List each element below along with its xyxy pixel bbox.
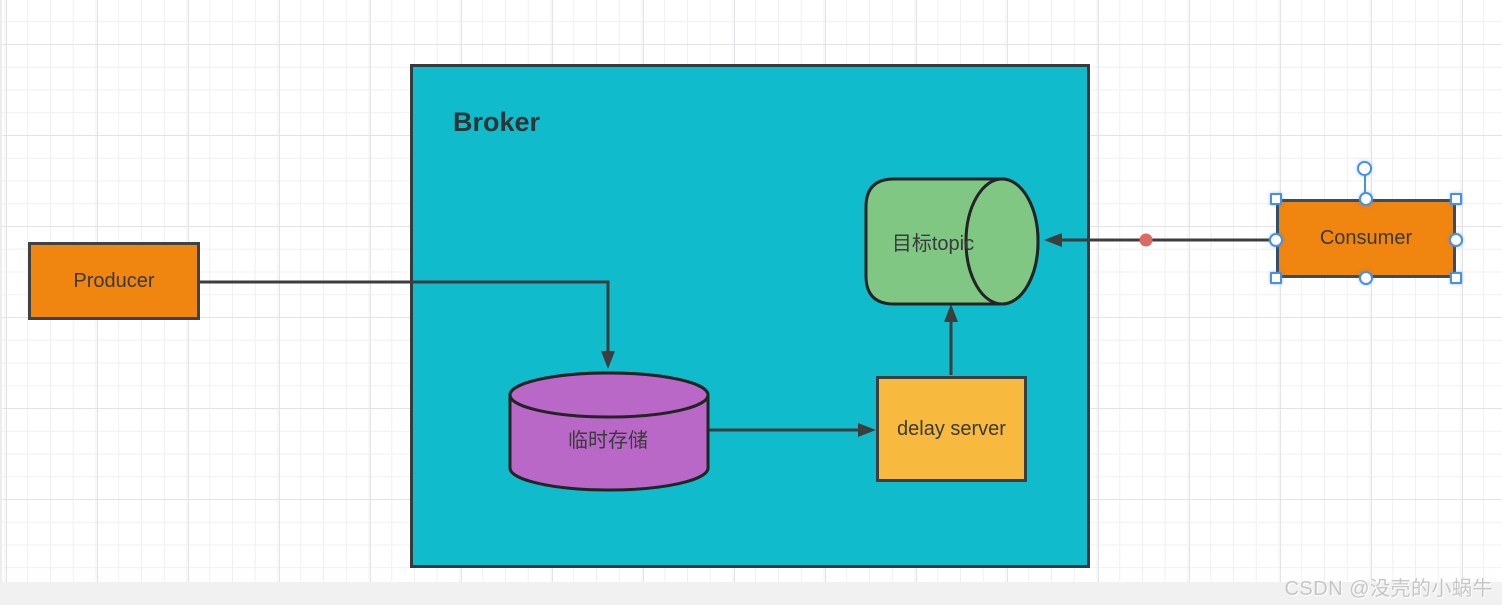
rotation-handle-stem (1364, 175, 1366, 195)
connection-handle-top[interactable] (1359, 192, 1373, 206)
connection-handle-bottom[interactable] (1359, 271, 1373, 285)
node-target-topic[interactable] (862, 175, 1044, 307)
node-producer[interactable]: Producer (28, 242, 200, 320)
resize-handle-top-left[interactable] (1270, 193, 1282, 205)
resize-handle-bottom-right[interactable] (1450, 272, 1462, 284)
temp-storage-label: 临时存储 (568, 430, 648, 452)
node-temp-storage[interactable] (506, 369, 712, 495)
resize-handle-bottom-left[interactable] (1270, 272, 1282, 284)
delay-server-label: delay server (897, 417, 1006, 440)
page-bottom-margin (0, 582, 1502, 605)
rotation-handle[interactable] (1357, 161, 1372, 176)
resize-handle-top-right[interactable] (1450, 193, 1462, 205)
node-consumer[interactable]: Consumer (1276, 199, 1456, 278)
target-topic-label: 目标topic (891, 233, 975, 255)
producer-label: Producer (73, 269, 155, 292)
csdn-watermark: CSDN @没壳的小蜗牛 (1284, 578, 1493, 600)
broker-label: Broker (453, 107, 541, 137)
connection-handle-left[interactable] (1269, 233, 1283, 247)
page-left-edge (0, 0, 2, 582)
consumer-label: Consumer (1319, 227, 1413, 249)
node-delay-server[interactable]: delay server (876, 376, 1027, 482)
connection-handle-right[interactable] (1449, 233, 1463, 247)
